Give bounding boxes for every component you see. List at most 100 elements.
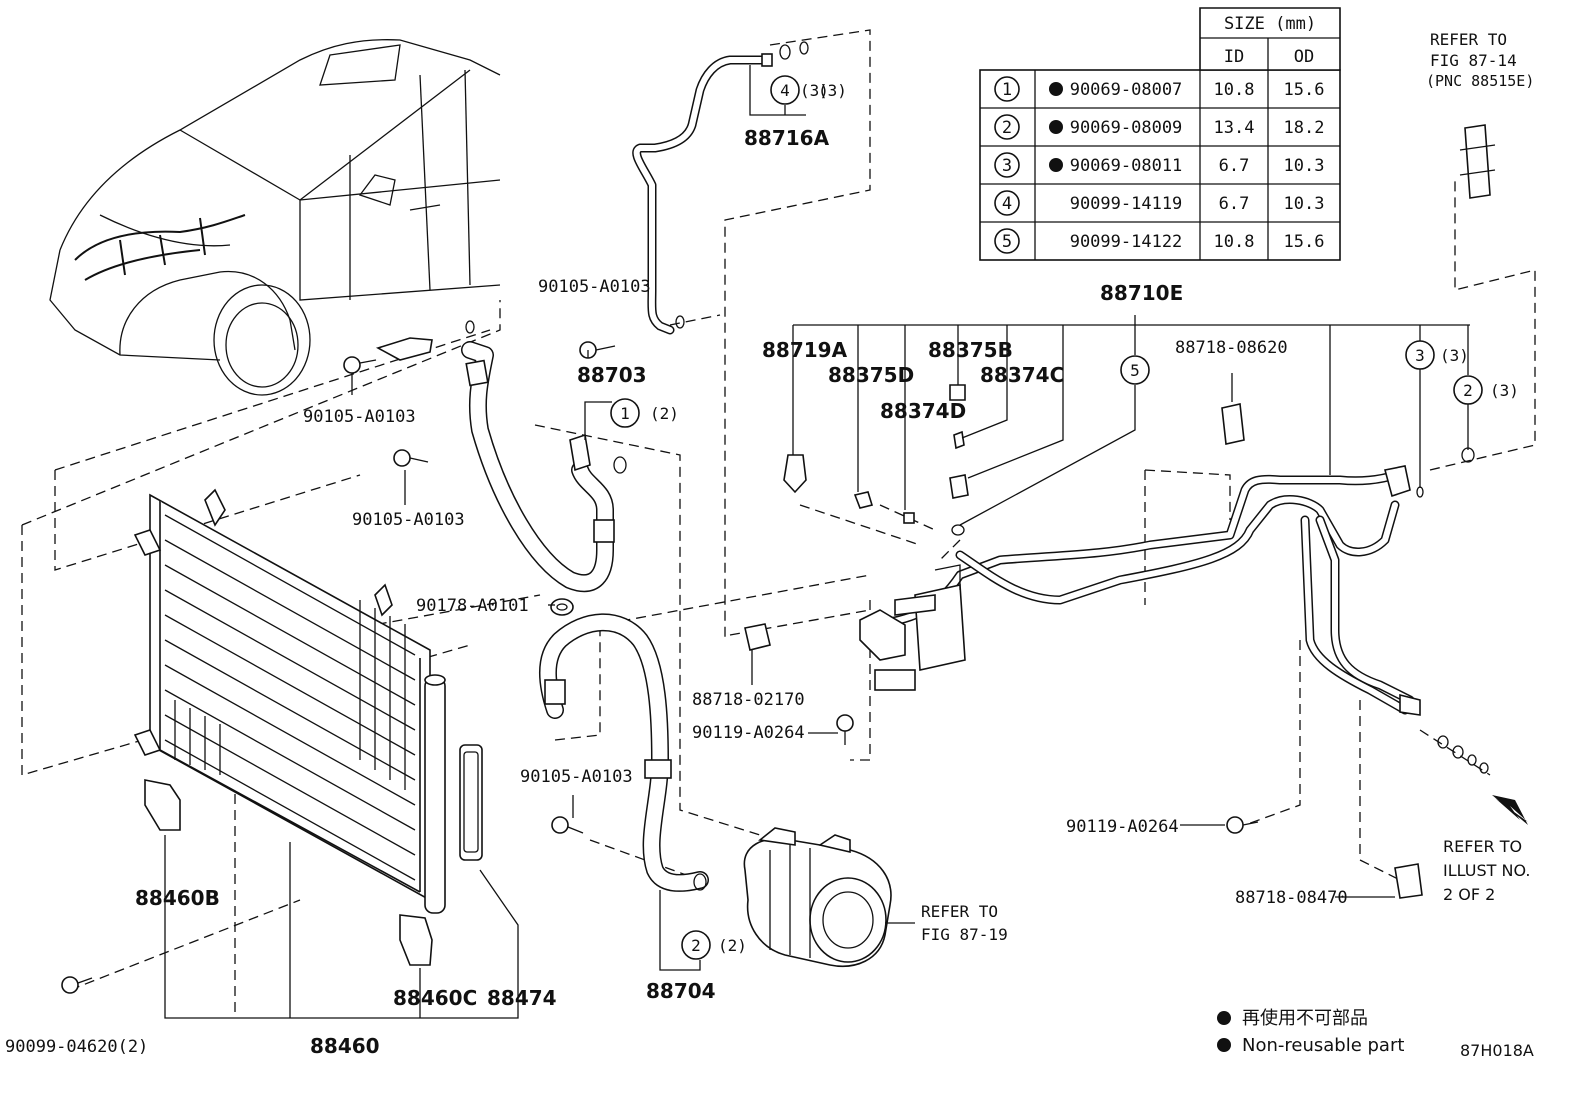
label-90105-low: 90105-A0103 — [520, 767, 633, 787]
label-88374c: 88374C — [980, 363, 1064, 387]
row-od: 10.3 — [1284, 156, 1325, 176]
row-part-number: 90069-08009 — [1070, 118, 1183, 138]
ac-compressor — [743, 827, 892, 967]
bolt-90119-b — [1226, 816, 1259, 834]
clamp-88718-02170 — [744, 623, 771, 651]
leader-lines — [351, 65, 1470, 971]
expansion-valve-ref — [1464, 124, 1491, 199]
row-part-number: 90099-14119 — [1070, 194, 1183, 214]
small-components — [61, 41, 1496, 994]
valve-core-88374c — [953, 430, 965, 450]
label-88719a: 88719A — [762, 338, 848, 362]
label-88460c: 88460C — [393, 986, 477, 1010]
valve-core-88374d — [903, 512, 915, 524]
callout-o-ring-2-bottom: 2 — [681, 930, 711, 960]
label-90119-b: 90119-A0264 — [1066, 817, 1179, 837]
row-od: 10.3 — [1284, 194, 1325, 214]
condenser-bracket-88460c — [399, 914, 433, 966]
table-header-size: SIZE (mm) — [1224, 14, 1316, 34]
svg-text:2: 2 — [1463, 381, 1473, 400]
callout-o-ring-5: 5 — [1120, 355, 1150, 385]
table-header-id: ID — [1224, 47, 1244, 67]
illustration-code: 87H018A — [1460, 1041, 1534, 1060]
service-valve — [949, 474, 969, 499]
condenser-bracket-88460b — [144, 779, 181, 831]
discharge-tube-88716a — [632, 53, 773, 335]
ref-fig-87-14-line3: (PNC 88515E) — [1426, 72, 1534, 90]
part-labels: 88716A (3) 90105-A0103 88703 (2) 90105-A… — [5, 81, 1519, 1058]
row-od: 15.6 — [1284, 232, 1325, 252]
label-88460: 88460 — [310, 1034, 380, 1058]
callout-o-ring-1: 1 — [610, 398, 640, 428]
label-o2b-qty: (2) — [718, 936, 747, 955]
condenser-assembly — [133, 488, 446, 914]
row-number-circle — [994, 190, 1020, 216]
row-id: 6.7 — [1219, 156, 1250, 176]
legend: 再使用不可部品 Non-reusable part 87H018A — [1217, 1008, 1534, 1060]
row-number-circle — [994, 228, 1020, 254]
ref-fig-87-14-line1: REFER TO — [1430, 30, 1507, 49]
tube-assembly-88710e — [859, 465, 1421, 716]
label-88718-08470: 88718-08470 — [1235, 888, 1348, 908]
row-number: 5 — [1002, 232, 1012, 252]
label-88703: 88703 — [577, 363, 647, 387]
callout-circles: 4 (3) 1 2 5 3 2 — [610, 75, 1483, 960]
non-reusable-dot-icon — [1217, 1038, 1231, 1052]
non-reusable-dot-icon — [1217, 1011, 1231, 1025]
label-88460b: 88460B — [135, 886, 220, 910]
label-o4-qty: (3) — [818, 81, 847, 100]
callout-o-ring-4: 4 (3) — [770, 75, 829, 105]
ref-illust-2-line3: 2 OF 2 — [1443, 885, 1495, 904]
svg-text:2: 2 — [691, 936, 701, 955]
label-88474: 88474 — [487, 986, 557, 1010]
row-id: 10.8 — [1214, 80, 1255, 100]
callout-o-ring-2-right: 2 — [1453, 375, 1483, 405]
legend-jp: 再使用不可部品 — [1242, 1008, 1368, 1029]
label-88718-02170: 88718-02170 — [692, 690, 805, 710]
label-90105-top: 90105-A0103 — [538, 277, 651, 297]
ref-fig-87-19-line1: REFER TO — [921, 902, 998, 921]
row-id: 10.8 — [1214, 232, 1255, 252]
row-number: 3 — [1002, 156, 1012, 176]
bolt-90105-mid — [393, 449, 429, 467]
row-number-circle — [994, 76, 1020, 102]
bolt-90105-left — [343, 356, 377, 374]
svg-text:4: 4 — [780, 81, 790, 100]
callout-o-ring-3: 3 — [1405, 340, 1435, 370]
cap-88375b — [949, 384, 966, 401]
bolt-90119-a — [836, 714, 854, 745]
label-88374d: 88374D — [880, 399, 966, 423]
label-88710e: 88710E — [1100, 281, 1183, 305]
non-reusable-dot-icon — [1049, 82, 1063, 96]
row-id: 6.7 — [1219, 194, 1250, 214]
discharge-hose-88703 — [375, 337, 615, 593]
table-header-od: OD — [1294, 47, 1314, 67]
label-o3-qty: (3) — [1440, 346, 1469, 365]
pressure-switch-88719a — [783, 454, 807, 494]
row-number-circle — [994, 114, 1020, 140]
non-reusable-dot-icon — [1049, 120, 1063, 134]
bolt-90105-low — [551, 816, 584, 834]
clamp-88718-08620 — [1221, 403, 1245, 445]
row-number: 4 — [1002, 194, 1012, 214]
label-90105-mid: 90105-A0103 — [352, 510, 465, 530]
row-number: 1 — [1002, 80, 1012, 100]
ref-fig-87-14-line2: FIG 87-14 — [1430, 51, 1517, 70]
label-90119-a: 90119-A0264 — [692, 723, 805, 743]
row-od: 18.2 — [1284, 118, 1325, 138]
arrow-to-illust-2 — [1492, 795, 1528, 825]
row-part-number: 90069-08007 — [1070, 80, 1183, 100]
ref-fig-87-19-line2: FIG 87-19 — [921, 925, 1008, 944]
table-row: 4 90099-14119 6.7 10.3 — [994, 190, 1325, 216]
row-id: 13.4 — [1214, 118, 1255, 138]
svg-text:5: 5 — [1130, 361, 1140, 380]
vehicle-locator-illustration — [49, 39, 501, 396]
label-90099: 90099-04620(2) — [5, 1037, 148, 1057]
label-o1-qty: (2) — [650, 404, 679, 423]
bolt-90105-top — [579, 341, 616, 359]
